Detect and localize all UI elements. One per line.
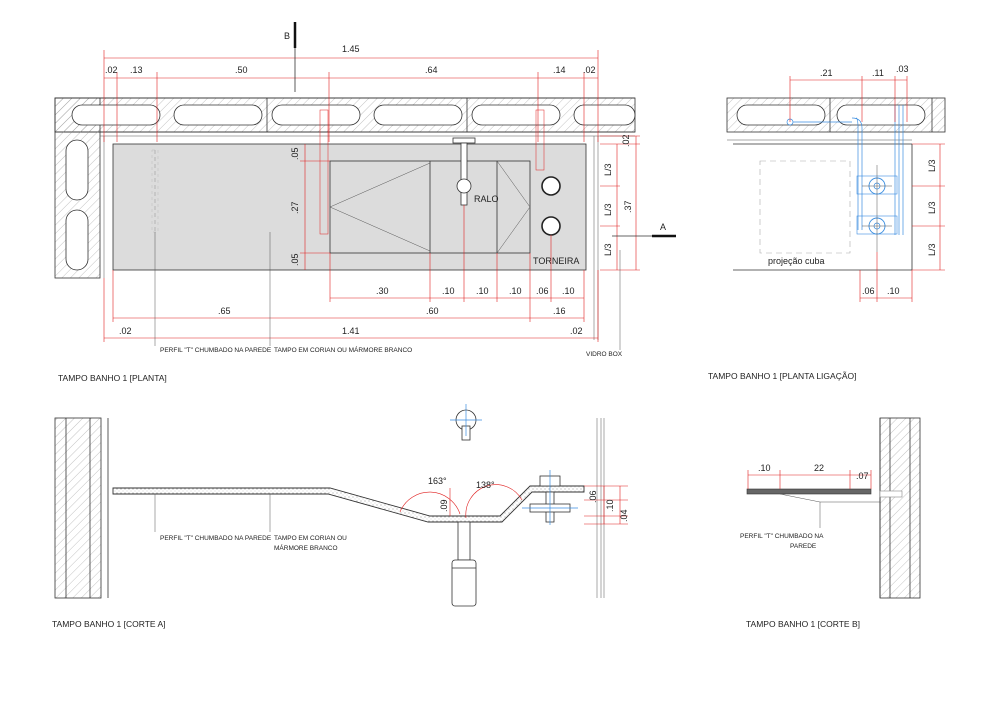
dim-angle: 138° (476, 480, 495, 490)
dim: .30 (376, 286, 389, 296)
label-torneira: TORNEIRA (533, 256, 579, 266)
dim-overall-top: 1.45 (342, 44, 360, 54)
dim: .65 (218, 306, 231, 316)
dim: 22 (814, 463, 824, 473)
title-ligacao: TAMPO BANHO 1 [PLANTA LIGAÇÃO] (708, 371, 856, 381)
drain-icon (456, 178, 472, 194)
dim: .02 (105, 65, 118, 75)
note-perfil: PERFIL "T" CHUMBADO NA PAREDE (160, 535, 272, 542)
dim: .07 (856, 471, 869, 481)
note-perfil-l2: PAREDE (790, 543, 817, 550)
note-tampo-l1: TAMPO EM CORIAN OU (274, 535, 347, 542)
dim: .06 (536, 286, 549, 296)
label-ralo: RALO (474, 194, 499, 204)
dim: .04 (619, 509, 629, 522)
connection-plan-view: .21 .11 .03 L/3 L/3 L/3 projeção cuba .0… (708, 64, 946, 381)
dim: 1.41 (342, 326, 360, 336)
note-vidro: VIDRO BOX (586, 351, 623, 358)
dim: .10 (562, 286, 575, 296)
dim: .11 (872, 68, 884, 78)
dim: L/3 (927, 201, 937, 214)
section-a-view: 163° 138° .09 .06 .10 .04 (52, 404, 629, 629)
dim: .14 (553, 65, 566, 75)
dim: .10 (442, 286, 455, 296)
dim: .60 (426, 306, 439, 316)
dim: .05 (290, 147, 300, 160)
dim: L/3 (603, 163, 613, 176)
section-b-marker: B (284, 31, 290, 41)
dim: .64 (425, 65, 438, 75)
dim: .09 (439, 499, 449, 512)
dim: .02 (583, 65, 596, 75)
countertop-plan (112, 143, 587, 271)
note-perfil: PERFIL "T" CHUMBADO NA PAREDE (160, 347, 272, 354)
note-tampo: TAMPO EM CORIAN OU MÁRMORE BRANCO (274, 345, 412, 354)
note-perfil-l1: PERFIL "T" CHUMBADO NA (740, 533, 824, 540)
dim: .02 (119, 326, 132, 336)
dim: L/3 (603, 243, 613, 256)
dim: .21 (820, 68, 833, 78)
dim: .02 (621, 134, 631, 147)
dim-angle: 163° (428, 476, 447, 486)
dim: .02 (570, 326, 583, 336)
dim: .10 (887, 286, 900, 296)
dim: .10 (476, 286, 489, 296)
title-corte-b: TAMPO BANHO 1 [CORTE B] (746, 619, 860, 629)
dim: .03 (896, 64, 909, 74)
title-corte-a: TAMPO BANHO 1 [CORTE A] (52, 619, 166, 629)
dim: .50 (235, 65, 248, 75)
dim: .06 (588, 490, 598, 503)
dim: .10 (605, 499, 615, 512)
tap-icon (541, 216, 561, 236)
dim: .16 (553, 306, 566, 316)
dim: .10 (758, 463, 771, 473)
dim: .37 (623, 200, 633, 213)
title-planta: TAMPO BANHO 1 [PLANTA] (58, 373, 167, 383)
dim: .05 (290, 253, 300, 266)
dim: L/3 (927, 243, 937, 256)
section-b-view: .10 22 .07 PERFIL "T" CHUMBADO NA PAREDE… (740, 417, 921, 629)
dim: .27 (290, 201, 300, 214)
dim: L/3 (603, 203, 613, 216)
plan-view: 1.45 .02 .13 .50 .64 .14 .02 B .02 L/3 L… (54, 22, 676, 383)
dim: L/3 (927, 159, 937, 172)
dim: .13 (130, 65, 143, 75)
section-a-marker: A (660, 222, 666, 232)
countertop-section (112, 485, 585, 523)
countertop-section-b (746, 488, 872, 495)
label-projecao: projeção cuba (768, 256, 825, 266)
dim: .06 (862, 286, 875, 296)
dim: .10 (509, 286, 522, 296)
tap-icon (541, 176, 561, 196)
note-tampo-l2: MÁRMORE BRANCO (274, 543, 338, 552)
